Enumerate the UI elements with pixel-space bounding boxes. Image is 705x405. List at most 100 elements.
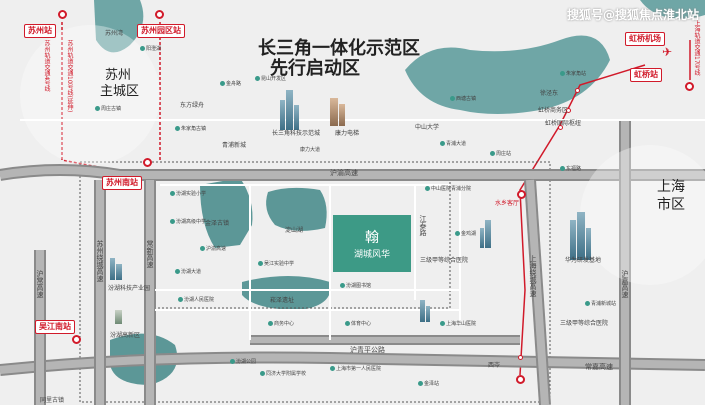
library-icon <box>340 283 345 288</box>
landmark-icon <box>95 106 100 111</box>
poi-qingpu-rd: 青浦大道 <box>440 140 466 147</box>
school-icon <box>170 219 175 224</box>
city-suzhou-line1: 苏州 <box>105 68 132 83</box>
school-icon <box>170 191 175 196</box>
region-title-line1: 长三角一体化示范区 <box>258 38 420 59</box>
label-xujing: 徐泾东 <box>540 90 559 97</box>
lake-yangcheng <box>94 0 144 53</box>
road-label-kangli: 康力大道 <box>300 147 321 153</box>
building-icon <box>480 220 491 248</box>
station-marker-icon <box>72 335 81 344</box>
region-title-line2: 先行启动区 <box>270 58 360 79</box>
label-tongli: 同里古镇 <box>40 397 65 404</box>
road-label-huchang: 沪常高速 <box>36 270 44 298</box>
label-hongqiao-hub: 虹桥国际枢纽 <box>545 120 582 127</box>
station-wujiang-south: 吴江南站 <box>35 320 75 334</box>
label-fenhu-park: 汾湖科技产业园 <box>108 285 151 292</box>
city-shanghai-line2: 市区 <box>657 197 685 213</box>
label-dongfang-green: 东方绿舟 <box>180 102 205 109</box>
lake-ne <box>640 0 705 19</box>
station-marker-icon <box>685 82 694 91</box>
landmark-icon <box>455 231 460 236</box>
airplane-icon: ✈ <box>662 45 673 59</box>
station-marker-icon <box>143 158 152 167</box>
school-icon <box>258 261 263 266</box>
water-town-marker-icon <box>517 190 526 199</box>
lake-south <box>242 276 331 310</box>
station-suzhou-park: 苏州园区站 <box>137 24 185 38</box>
metro-stop-icon <box>518 355 523 360</box>
poi-business: 商务中心 <box>268 320 294 327</box>
metro-label-17: 上海轨道交通17号线 <box>693 20 700 76</box>
park-icon <box>230 359 235 364</box>
station-marker-icon <box>516 375 525 384</box>
station-marker-icon <box>155 10 164 19</box>
landmark-icon <box>450 96 455 101</box>
station-suzhou: 苏州站 <box>24 24 56 38</box>
poi-tongji: 同济大学附属学校 <box>260 370 306 377</box>
huawei-building-icon <box>570 212 591 260</box>
label-huangpu: 淀山湖 <box>285 227 304 234</box>
poi-fenhu-road: 汾湖大道 <box>175 268 201 275</box>
poi-library: 汾湖图书馆 <box>340 282 371 289</box>
station-icon <box>418 381 423 386</box>
road-icon <box>560 166 565 171</box>
city-shanghai-line1: 上海 <box>657 179 685 195</box>
station-hongqiao-airport: 虹桥机场 <box>625 32 665 46</box>
label-hospital-3a: 三级甲等综合医院 <box>560 320 609 327</box>
sports-icon <box>345 321 350 326</box>
hospital-icon <box>330 366 335 371</box>
metro-stop-icon <box>558 125 563 130</box>
poi-shanghai-hosp: 上海华山医院 <box>440 320 476 327</box>
station-suzhou-south: 苏州南站 <box>102 176 142 190</box>
project-name: 湖城风华 <box>353 250 390 260</box>
label-songze: 崧泽遗址 <box>270 297 295 304</box>
poi-jinshan: 上海市第一人民医院 <box>330 365 381 372</box>
poi-xitang: 西塘古镇 <box>450 95 476 102</box>
poi-hongqiao-biz-road: 东福路 <box>560 165 581 172</box>
poi-jinzhou: 金舟路 <box>220 80 241 87</box>
hospital-icon <box>425 186 430 191</box>
school-icon <box>260 371 265 376</box>
road-label-changjia: 常嘉高速 <box>585 363 613 371</box>
project-highlight[interactable]: 翰 湖城风华 <box>333 215 411 272</box>
metro-stop-icon <box>566 108 571 113</box>
lake-east <box>405 35 610 114</box>
label-huawei: 华为研发基地 <box>565 257 602 264</box>
fenhu-park-building-icon <box>110 258 122 280</box>
station-marker-icon <box>58 10 67 19</box>
poi-wujiang-zhong: 吴江实验中学 <box>258 260 294 267</box>
building-icon <box>115 310 122 324</box>
poi-huyu2: 沪渝高速 <box>200 245 226 252</box>
station-icon <box>490 151 495 156</box>
poi-park1: 汾湖公园 <box>230 358 256 365</box>
poi-yangcheng: 阳澄湖 <box>140 45 161 52</box>
landmark-icon <box>140 46 145 51</box>
poi-sports: 体育中心 <box>345 320 371 327</box>
label-fenhu-hi: 汾湖高新区 <box>110 332 141 339</box>
poi-fenhu-middle: 汾湖高级中学 <box>170 218 206 225</box>
road-label-jiangtai: 江泰路 <box>419 215 427 236</box>
road-label-humei: 沪嘉高速 <box>621 270 629 298</box>
road-label-suzhou-ring: 苏州绕城高速 <box>96 240 104 282</box>
label-zhongsan: 中山大学 <box>415 124 440 131</box>
station-icon <box>585 301 590 306</box>
poi-wujiang-hosp: 汾湖人民医院 <box>178 296 214 303</box>
poi-zhouzhuang: 周庄古镇 <box>95 105 121 112</box>
poi-jinji-lake: 金鸡湖 <box>455 230 476 237</box>
poi-zhujiajiao-st: 朱家角站 <box>560 70 586 77</box>
metro-label-suzhou-10: 苏州轨道交通10号线(延伸) <box>66 40 73 113</box>
label-xicen: 西岑 <box>488 362 501 369</box>
poi-kunshan: 昆山开发区 <box>255 75 286 82</box>
poi-zhuguo: 朱家角古镇 <box>175 125 206 132</box>
road-icon <box>220 81 225 86</box>
metro-line17 <box>519 64 646 376</box>
landmark-icon <box>175 126 180 131</box>
road-label-huyu: 沪渝高速 <box>330 169 358 177</box>
station-icon <box>560 71 565 76</box>
label-suzhou-pudong: 苏州湾 <box>105 30 124 37</box>
poi-zhouzhuang-s: 周庄站 <box>490 150 511 157</box>
poi-qingpu-st: 青浦新城站 <box>585 300 616 307</box>
